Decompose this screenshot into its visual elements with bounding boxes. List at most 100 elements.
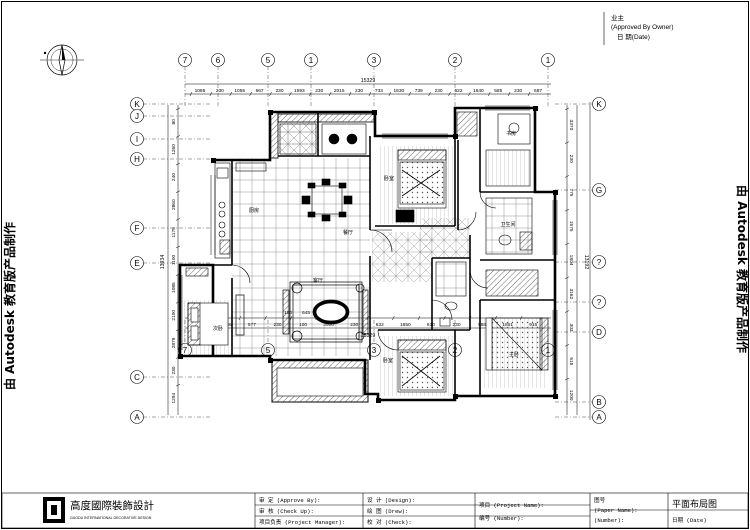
svg-text:2: 2 [453,56,458,65]
axis-bubble-top-3: 1 [304,53,318,67]
room-label-study: 书房 [506,130,516,137]
axis-bubble-right-6: A [592,410,606,424]
company-logo: 高度國際裝飾設計 GAODU INTERNATIONAL DECORATIVE … [43,497,154,523]
dim-right-seg-0: 3370 [568,120,574,131]
tb-project-name: 项目 (Project Name): [479,502,544,509]
tb-project-manager: 项目负责 (Project Manager): [259,518,345,526]
dim-right-total: 13192 [583,255,589,270]
axis-bubble-right-0: K [592,97,606,111]
dim-right-seg-3: 1575 [568,221,574,232]
dim-top-seg-15: 585 [494,88,502,94]
axis-bubble-left-2: I [130,132,144,146]
svg-text:E: E [134,259,139,268]
bed-icon-top [395,149,447,223]
watermark-right: 由 Autodesk 教育版产品制作 [735,185,750,353]
room-label-dining: 餐厅 [343,229,353,236]
living-room-sofa-icon [235,281,369,343]
dim-left-seg-6: 1085 [171,282,177,293]
bed-icon-left [185,267,229,346]
dim-bottom-seg-9: 610 [427,322,435,328]
room-label-kitchen: 厨房 [249,207,259,214]
svg-text:K: K [596,100,602,109]
axis-bubble-left-4: F [130,221,144,235]
axis-bubble-top-0: 7 [178,53,192,67]
svg-text:3: 3 [372,56,377,65]
dim-top-seg-0: 1085 [195,88,206,94]
approval-block: 业主 (Approved By Owner) 日 期(Date) [603,12,674,45]
svg-text:3: 3 [372,346,377,355]
tb-number: 编号 (Number): [479,514,524,522]
dim-bottom-seg-10: 230 [452,322,460,328]
logo-name-en: GAODU INTERNATIONAL DECORATIVE DESIGN [70,516,152,520]
dim-bottom-seg-7: 632 [376,322,384,328]
dim-top-seg-1: 230 [216,88,224,94]
dim-left-seg-5: 1100 [171,255,177,266]
dim-top-seg-3: 667 [256,88,264,94]
room-label-bedroom-top: 卧室 [384,175,394,182]
dim-right-seg-1: 230 [568,155,574,163]
axis-bubble-top-5: 2 [448,53,462,67]
title-block [1,492,749,529]
logo-name-cn: 高度國際裝飾設計 [70,499,154,512]
tb-check: 校 对 (Check): [367,518,412,526]
axis-bubble-right-2: ? [592,255,606,269]
dim-left-seg-2: 240 [171,173,177,181]
axis-bubble-right-5: B [592,395,606,409]
dim-left-seg-0: 80 [171,119,177,125]
svg-text:H: H [134,155,140,164]
axis-bubble-left-5: E [130,256,144,270]
room-label-bath: 卫生间 [500,221,515,228]
axis-bubble-left-3: H [130,152,144,166]
dim-top-seg-8: 230 [355,88,363,94]
tb-approve-by: 审 定 (Approve By): [259,496,321,504]
dim-top-seg-6: 230 [315,88,323,94]
dim-top-seg-10: 1630 [393,88,404,94]
room-label-bedroom-left: 次卧 [213,325,223,332]
tb-paper-code: 图号 [594,496,606,504]
tb-drew: 绘 图 (Drew): [367,507,408,515]
svg-text:G: G [596,186,602,195]
svg-text:B: B [596,398,601,407]
svg-text:6: 6 [216,56,221,65]
tb-check-up: 审 核 (Check Up): [259,507,314,515]
dim-right-seg-6: 303 [568,324,574,332]
dim-right-seg-4: 1804 [568,255,574,266]
dim-left-seg-1: 1260 [171,144,177,155]
dim-left-seg-7: 2100 [171,310,177,321]
approval-line-2: (Approved By Owner) [611,24,674,31]
svg-text:5: 5 [266,56,271,65]
svg-text:I: I [136,135,138,144]
tb-date-label: 日期 (Date) [672,517,707,524]
approval-line-3: 日 期(Date) [617,33,650,41]
bed-icon-bottom [397,339,447,393]
dim-right-seg-2: 775 [568,188,574,196]
dim-top-seg-4: 230 [275,88,283,94]
dim-bottom-seg-8: 1850 [400,322,411,328]
svg-text:D: D [596,328,602,337]
dim-top-seg-11: 739 [415,88,423,94]
axis-bubble-top-4: 3 [367,53,381,67]
dim-left-seg-8: 2879 [171,337,177,348]
axis-bubble-top-2: 5 [261,53,275,67]
svg-text:?: ? [597,258,602,267]
room-label-master: 主卧 [509,351,519,358]
dim-left-seg-9: 230 [171,366,177,374]
axis-bubble-right-1: G [592,183,606,197]
axis-bubble-left-7: A [130,410,144,424]
north-compass-icon [40,44,84,76]
tb-paper-name: (Paper Name): [594,507,638,514]
svg-text:?: ? [597,298,602,307]
svg-text:7: 7 [183,56,188,65]
axis-bubble-top-1: 6 [211,53,225,67]
svg-text:J: J [135,112,139,121]
approval-line-1: 业主 [611,13,625,22]
dim-left-seg-3: 2860 [171,199,177,210]
axis-bubble-right-4: D [592,325,606,339]
svg-text:1: 1 [546,56,551,65]
dim-top-seg-13: 622 [454,88,462,94]
dim-top-seg-17: 687 [534,88,542,94]
dim-top-seg-7: 2015 [334,88,345,94]
room-label-living: 客厅 [313,277,323,284]
axis-bubble-left-0: K [130,97,144,111]
